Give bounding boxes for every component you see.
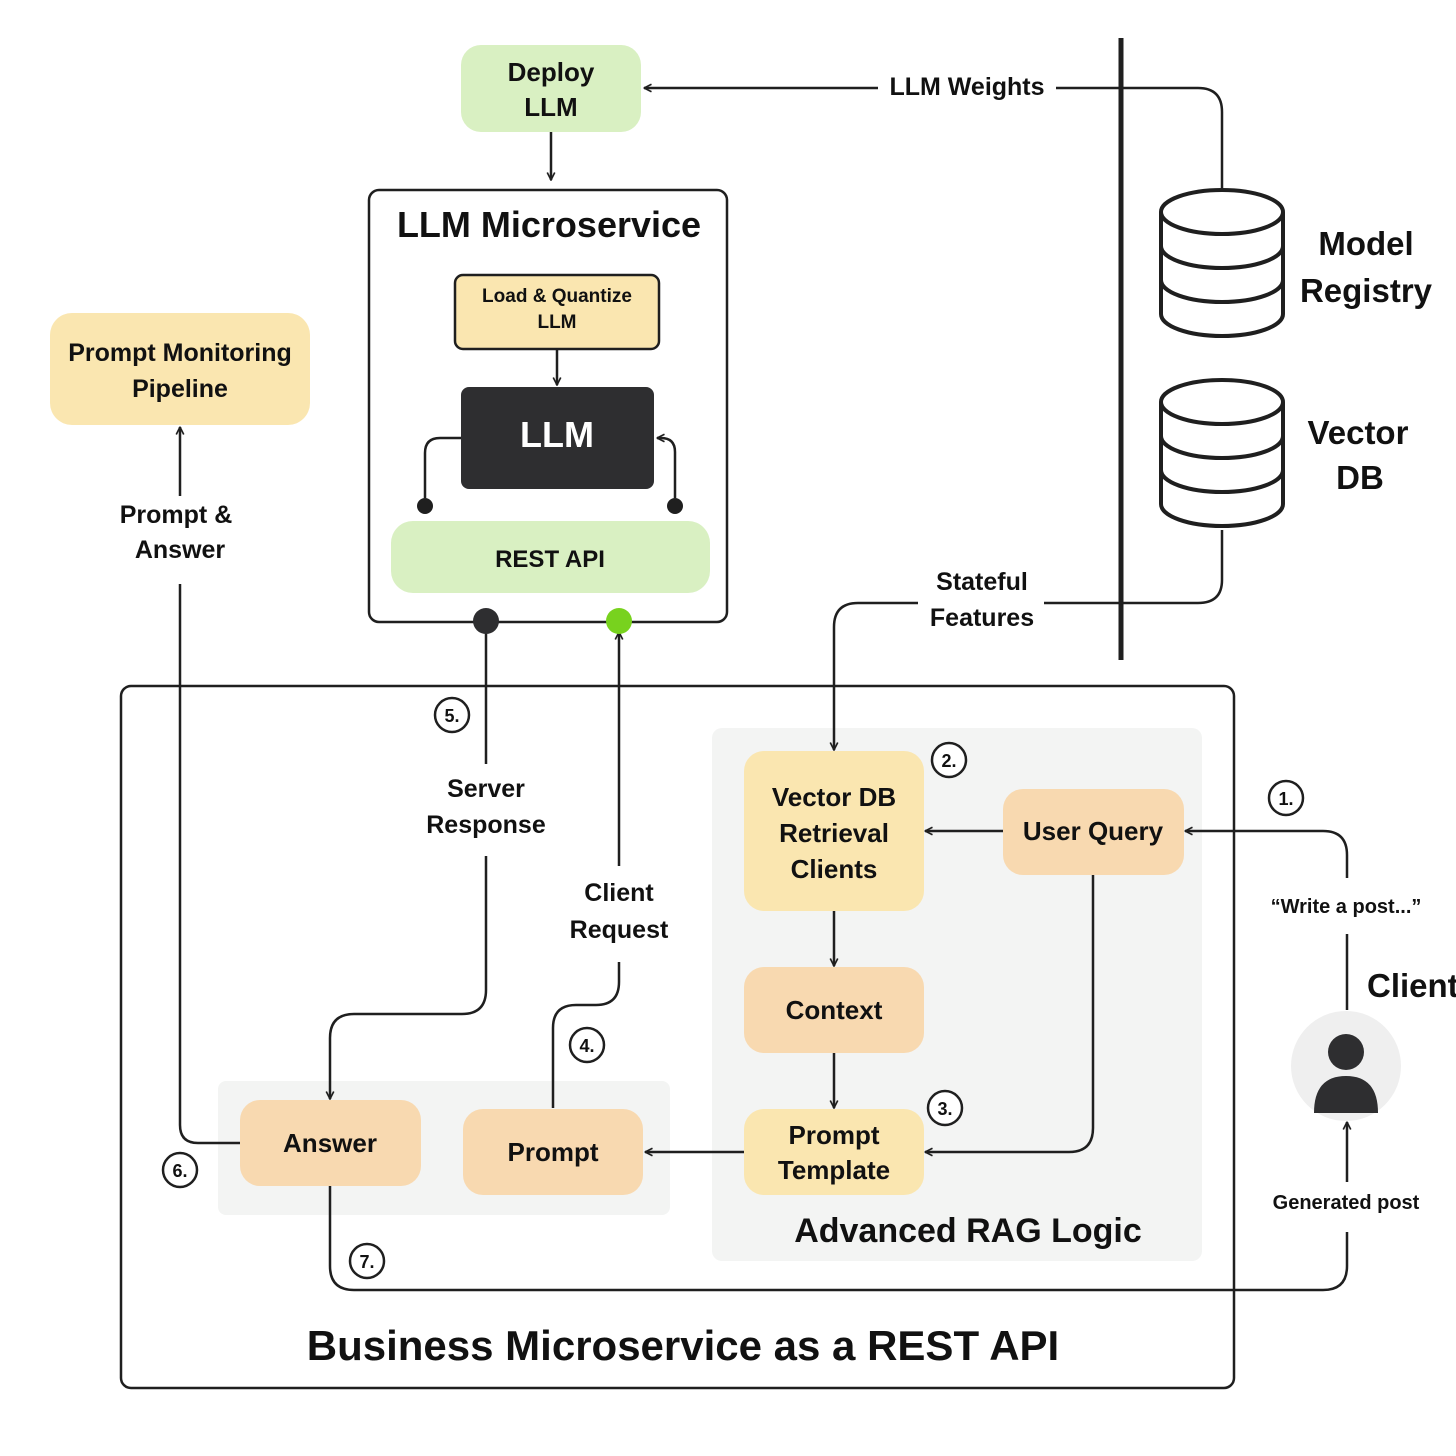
client-request-label-1: Client <box>584 879 654 907</box>
rest-api-input-port <box>606 608 632 634</box>
retrieval-label-1: Vector DB <box>772 782 896 812</box>
step-6-label: 6. <box>172 1161 187 1181</box>
step-2-label: 2. <box>941 751 956 771</box>
edge-query-to-template <box>925 875 1095 1152</box>
load-quantize-label-2: LLM <box>537 312 576 333</box>
prompt-template-label-2: Template <box>778 1155 890 1185</box>
prompt-monitoring-label-2: Pipeline <box>132 375 228 403</box>
step-badge-1: 1. <box>1267 779 1305 817</box>
rest-api-label: REST API <box>495 546 605 573</box>
vector-db-database-icon <box>1159 378 1285 528</box>
deploy-llm-label-1: Deploy <box>508 57 595 87</box>
model-registry-label-2: Registry <box>1300 272 1433 309</box>
edge-answer-to-client <box>328 1122 1347 1292</box>
edge-client-request <box>551 632 619 1108</box>
step-badge-3: 3. <box>926 1089 964 1127</box>
step-badge-6: 6. <box>161 1151 199 1189</box>
prompt-template-node: Prompt Template <box>744 1109 924 1195</box>
server-response-label-1: Server <box>447 775 525 803</box>
prompt-answer-label-1: Prompt & <box>120 501 233 529</box>
user-query-label: User Query <box>1023 816 1164 846</box>
edge-prompt-answer <box>180 427 240 1145</box>
client-label: Client <box>1367 967 1456 1004</box>
user-query-node: User Query <box>1003 789 1184 875</box>
generated-post-label: Generated post <box>1273 1192 1420 1214</box>
prompt-answer-label-2: Answer <box>135 536 226 564</box>
step-4-label: 4. <box>579 1036 594 1056</box>
prompt-monitoring-label-1: Prompt Monitoring <box>68 339 292 367</box>
prompt-label: Prompt <box>508 1137 599 1167</box>
llm-label: LLM <box>520 414 594 455</box>
server-response-label-2: Response <box>426 811 546 839</box>
edge-llm-to-rest-left <box>423 436 461 498</box>
llm-node: LLM <box>461 387 654 489</box>
step-7-label: 7. <box>359 1252 374 1272</box>
step-badge-2: 2. <box>930 741 968 779</box>
business-microservice-title: Business Microservice as a REST API <box>307 1322 1059 1369</box>
model-registry-label-1: Model <box>1318 225 1413 262</box>
step-1-label: 1. <box>1278 789 1293 809</box>
client-avatar-icon <box>1291 1011 1401 1121</box>
client-request-label-2: Request <box>570 916 669 944</box>
vector-db-label-2: DB <box>1336 459 1384 496</box>
retrieval-label-3: Clients <box>791 854 878 884</box>
load-quantize-label-1: Load & Quantize <box>482 286 632 307</box>
prompt-template-label-1: Prompt <box>789 1120 880 1150</box>
edge-rest-to-llm-right <box>657 438 677 498</box>
edge-client-to-query <box>1185 831 1349 1010</box>
connector-dot-right <box>667 498 683 514</box>
llm-microservice-title: LLM Microservice <box>397 204 701 245</box>
step-3-label: 3. <box>937 1099 952 1119</box>
stateful-features-label-2: Features <box>930 604 1034 632</box>
vector-db-label-1: Vector <box>1308 414 1409 451</box>
rest-api-output-port <box>473 608 499 634</box>
prompt-monitoring-node: Prompt Monitoring Pipeline <box>50 313 310 425</box>
answer-node: Answer <box>240 1100 421 1186</box>
deploy-llm-label-2: LLM <box>524 92 577 122</box>
advanced-rag-title: Advanced RAG Logic <box>794 1212 1142 1250</box>
stateful-features-label-1: Stateful <box>936 568 1028 596</box>
step-badge-5: 5. <box>433 696 471 734</box>
prompt-node: Prompt <box>463 1109 643 1195</box>
step-5-label: 5. <box>444 706 459 726</box>
retrieval-label-2: Retrieval <box>779 818 889 848</box>
rest-api-node: REST API <box>391 521 710 593</box>
edge-stateful-features <box>834 530 1224 750</box>
model-registry-database-icon <box>1159 188 1285 338</box>
load-quantize-node: Load & Quantize LLM <box>453 273 661 351</box>
answer-label: Answer <box>283 1128 377 1158</box>
step-badge-4: 4. <box>568 1026 606 1064</box>
edge-server-response <box>330 622 488 1099</box>
connector-dot-left <box>417 498 433 514</box>
vector-db-retrieval-clients-node: Vector DB Retrieval Clients <box>744 751 924 911</box>
edge-llm-weights <box>644 88 1224 190</box>
llm-weights-label: LLM Weights <box>889 73 1044 101</box>
deploy-llm-node: Deploy LLM <box>461 45 641 132</box>
step-badge-7: 7. <box>348 1242 386 1280</box>
write-a-post-label: “Write a post...” <box>1271 896 1422 918</box>
context-label: Context <box>786 995 883 1025</box>
context-node: Context <box>744 967 924 1053</box>
